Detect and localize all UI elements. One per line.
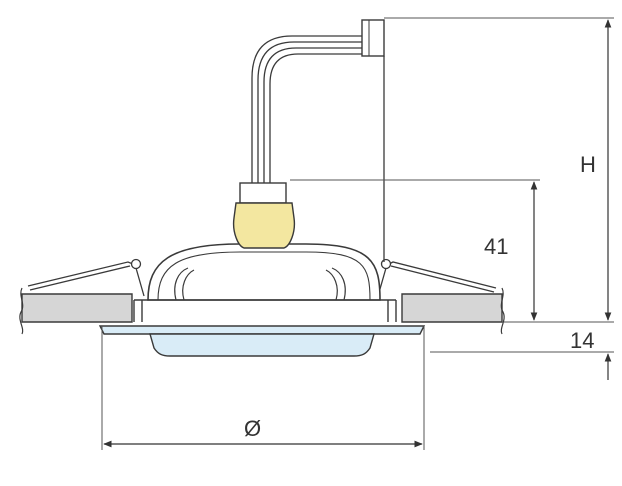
ceiling-panel-left <box>19 287 133 335</box>
spring-clip-left <box>27 258 145 297</box>
diameter-label: Ø <box>244 416 261 441</box>
trim-frame <box>133 299 397 322</box>
trim-label: 14 <box>570 328 594 353</box>
power-cable <box>251 35 362 184</box>
reflector-housing <box>147 243 381 301</box>
height-label: H <box>580 152 596 177</box>
dimension-lines <box>101 17 614 450</box>
ceiling-panel-right <box>401 287 505 335</box>
lens <box>149 333 375 357</box>
depth-label: 41 <box>484 234 508 259</box>
terminal-block <box>361 19 385 57</box>
lamp-socket <box>232 182 296 249</box>
bezel-ring <box>98 325 426 335</box>
spring-clip-right <box>377 258 497 297</box>
